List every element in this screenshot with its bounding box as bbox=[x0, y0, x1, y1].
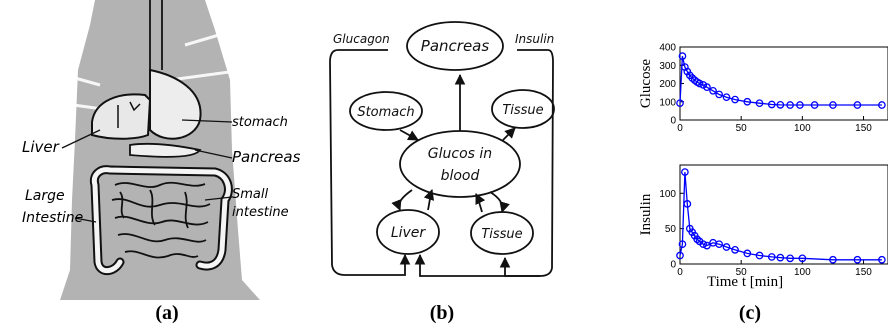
glucose-axes-frame bbox=[679, 46, 888, 121]
glucose-x-tick-label: 150 bbox=[855, 123, 872, 134]
insulin-data-point bbox=[829, 255, 837, 264]
caption-b: (b) bbox=[429, 302, 455, 324]
liver-node-label: Liver bbox=[391, 225, 427, 241]
glucose-data-point bbox=[722, 93, 731, 102]
glucose-y-tick-label: 0 bbox=[670, 116, 676, 127]
glucose-data-point bbox=[703, 83, 711, 92]
glucose-data-point bbox=[776, 101, 785, 109]
glucose-data-point bbox=[709, 86, 717, 95]
glucose-data-point bbox=[853, 101, 862, 109]
glucose-data-point bbox=[678, 52, 687, 60]
large-intestine-label-2: Intestine bbox=[22, 210, 83, 226]
glucose-data-point bbox=[796, 101, 804, 109]
glucose-y-tick-label: 300 bbox=[659, 61, 676, 72]
caption-c: (c) bbox=[738, 302, 762, 324]
insulin-data-point bbox=[699, 240, 708, 249]
glucose-data-point bbox=[695, 79, 704, 88]
pancreas-organ bbox=[129, 142, 202, 158]
glucose-data-point bbox=[767, 100, 776, 109]
insulin-data-point bbox=[776, 253, 785, 262]
small-intestine-label-1: Small bbox=[232, 187, 268, 202]
insulin-x-axis-label: Time t [min] bbox=[707, 274, 783, 290]
stomach-node-label: Stomach bbox=[357, 105, 414, 120]
insulin-x-tick-label: 100 bbox=[794, 267, 811, 278]
insulin-data-point bbox=[676, 251, 684, 260]
glucagon-label: Glucagon bbox=[333, 32, 390, 46]
tissue-bottom-node-label: Tissue bbox=[481, 227, 522, 242]
insulin-x-tick-label: 150 bbox=[855, 267, 872, 278]
insulin-data-point bbox=[755, 251, 764, 260]
glucose-data-point bbox=[715, 90, 724, 99]
glucose-data-point bbox=[878, 101, 886, 109]
small-intestine-label-2: intestine bbox=[232, 205, 289, 220]
glucose-y-tick-label: 400 bbox=[659, 43, 676, 54]
glucose-data-point bbox=[755, 99, 764, 108]
caption-a: (a) bbox=[155, 302, 179, 324]
glucose-data-point bbox=[731, 95, 739, 104]
insulin-data-point bbox=[743, 249, 752, 258]
glucose-data-point bbox=[829, 101, 837, 109]
insulin-x-tick-label: 0 bbox=[677, 267, 683, 278]
pancreas-label: Pancreas bbox=[232, 148, 301, 166]
large-intestine-label-1: Large bbox=[25, 188, 65, 204]
pancreas-node-label: Pancreas bbox=[421, 37, 490, 55]
glucose-data-point bbox=[786, 101, 794, 109]
glucose-y-axis-label: Glucose bbox=[638, 59, 654, 108]
glucose-node bbox=[399, 130, 521, 198]
liver-label: Liver bbox=[22, 138, 60, 156]
insulin-axes-frame bbox=[679, 164, 888, 265]
glucose-data-point bbox=[743, 97, 752, 106]
glucose-x-tick-label: 50 bbox=[736, 123, 748, 134]
glucose-series-line bbox=[679, 55, 882, 106]
insulin-y-tick-label: 0 bbox=[670, 260, 676, 271]
glucagon-loop bbox=[329, 49, 411, 276]
insulin-data-point bbox=[715, 240, 724, 249]
regulation-diagram: Glucagon Insulin Pancreas Stomach Tissue… bbox=[329, 21, 555, 277]
glucose-data-point bbox=[676, 99, 684, 108]
small-intestine bbox=[111, 181, 211, 259]
insulin-data-point bbox=[731, 246, 739, 254]
insulin-data-point bbox=[853, 255, 862, 264]
glucose-y-tick-label: 200 bbox=[659, 79, 676, 90]
insulin-y-tick-label: 50 bbox=[665, 224, 677, 235]
anatomy-illustration: Liver stomach Pancreas Large Intestine S… bbox=[0, 0, 320, 300]
insulin-x-tick-label: 50 bbox=[736, 267, 748, 278]
insulin-label: Insulin bbox=[515, 32, 554, 46]
tissue-top-node bbox=[491, 89, 555, 129]
stomach-label: stomach bbox=[232, 115, 288, 130]
stomach-organ bbox=[149, 68, 202, 140]
insulin-data-point bbox=[767, 253, 776, 261]
glucose-x-tick-label: 100 bbox=[794, 123, 811, 134]
insulin-data-point bbox=[722, 243, 731, 251]
insulin-data-point bbox=[798, 254, 807, 263]
insulin-data-point bbox=[878, 255, 886, 264]
insulin-loop bbox=[414, 49, 554, 277]
glucose-node-label-1: Glucos in bbox=[428, 146, 492, 162]
stomach-node bbox=[349, 91, 423, 131]
insulin-data-point bbox=[703, 241, 711, 250]
insulin-y-tick-label: 100 bbox=[659, 189, 676, 200]
glucose-node-label-2: blood bbox=[441, 168, 480, 184]
insulin-data-point bbox=[681, 168, 689, 176]
pancreas-node bbox=[406, 21, 504, 71]
glucose-y-tick-label: 100 bbox=[659, 97, 676, 108]
glucose-data-point bbox=[810, 101, 819, 109]
liver-node bbox=[376, 209, 440, 255]
insulin-data-point bbox=[678, 240, 687, 249]
insulin-data-point bbox=[786, 254, 794, 263]
tissue-top-node-label: Tissue bbox=[502, 103, 543, 118]
insulin-data-point bbox=[683, 200, 692, 208]
glucose-x-tick-label: 0 bbox=[677, 123, 683, 134]
insulin-y-axis-label: Insulin bbox=[638, 193, 654, 235]
